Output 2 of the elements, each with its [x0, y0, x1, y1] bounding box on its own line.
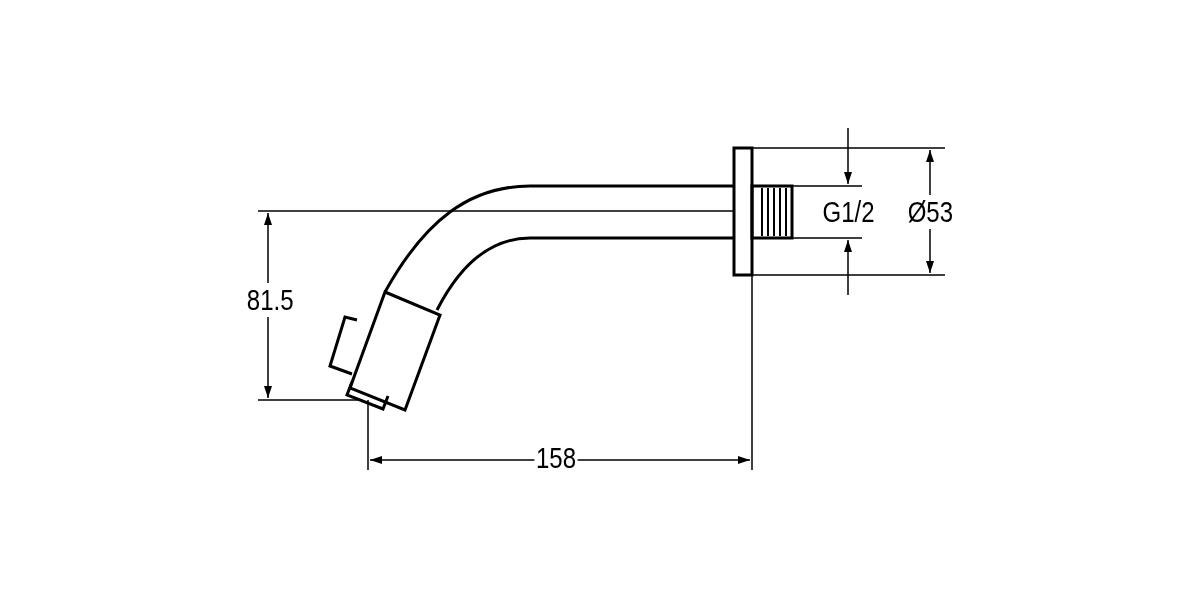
dimension-label: Ø53: [905, 195, 955, 229]
dimension-label: 81.5: [245, 283, 296, 317]
